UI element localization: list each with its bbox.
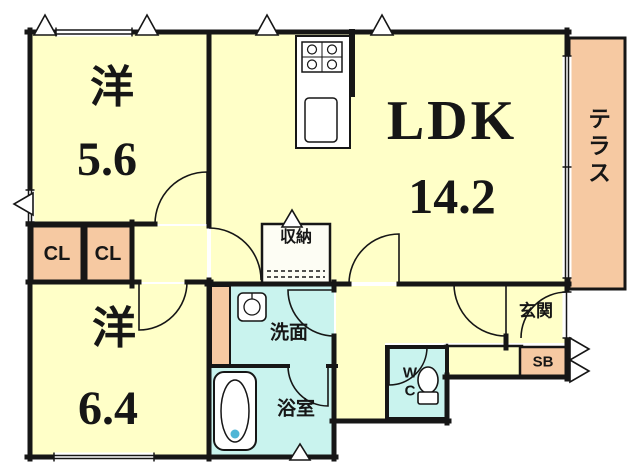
toilet-icon [417, 366, 439, 405]
vent-triangle-icon [569, 336, 591, 362]
vent-triangle-icon [280, 208, 304, 228]
door-arc-hall-to-ldk [208, 227, 262, 281]
vent-triangle-icon [254, 13, 280, 36]
vent-triangle-icon [569, 358, 591, 384]
vent-triangle-icon [12, 191, 34, 217]
vent-triangle-icon [32, 13, 58, 36]
label-ldk-name: LDK [386, 90, 518, 152]
entrance-door-gap [562, 291, 572, 339]
door-arc-entrance-hall [453, 283, 507, 337]
entrance-step-fill [449, 345, 520, 375]
vent-markers [12, 13, 591, 461]
label-wc-line1: W [402, 364, 418, 382]
window-western2-bottom [53, 452, 155, 462]
label-western2-area: 6.4 [78, 382, 138, 435]
label-bathroom: 浴室 [276, 398, 316, 420]
kitchen-sink-icon [304, 97, 338, 143]
label-entrance: 玄関 [519, 301, 553, 321]
label-western2-name: 洋 [92, 304, 136, 353]
label-shoe-box: SB [532, 353, 554, 371]
bathtub-icon [213, 371, 257, 451]
window-western1-top [55, 27, 133, 37]
hall-upper-fill [134, 226, 207, 282]
door-arc-western2 [138, 281, 188, 331]
label-terrace: テラス [584, 106, 610, 188]
label-western1-name: 洋 [90, 63, 134, 112]
stove-icon [301, 41, 343, 73]
vent-triangle-icon [134, 13, 160, 36]
room-western1-fill [32, 34, 207, 224]
label-closet-a: CL [43, 243, 71, 265]
window-terrace [562, 55, 572, 279]
label-wc-line2: C [404, 382, 416, 400]
pipe-space-box [210, 285, 231, 367]
label-closet-b: CL [94, 243, 122, 265]
closet-a-box [30, 224, 84, 284]
door-arc-bathroom [287, 365, 329, 407]
door-arc-wc [388, 346, 428, 386]
windows [25, 27, 572, 462]
shoe-box-box [518, 345, 569, 379]
room-western2-fill [32, 284, 207, 455]
door-arcs [138, 171, 568, 407]
door-arc-ldk-to-hall [348, 233, 400, 285]
label-western1-area: 5.6 [77, 133, 137, 186]
washbasin-icon [237, 292, 267, 322]
label-storage: 収納 [279, 229, 313, 246]
door-arc-western1 [154, 171, 208, 225]
vent-triangle-icon [288, 442, 312, 461]
storage-sliding-door [267, 270, 325, 278]
label-ldk-area: 14.2 [408, 168, 496, 224]
hall-wc-strip-fill [336, 343, 385, 421]
label-washroom: 洗面 [269, 322, 309, 344]
vent-triangle-icon [369, 13, 395, 36]
door-arc-front-door [520, 291, 568, 339]
door-arc-washroom [287, 289, 335, 337]
